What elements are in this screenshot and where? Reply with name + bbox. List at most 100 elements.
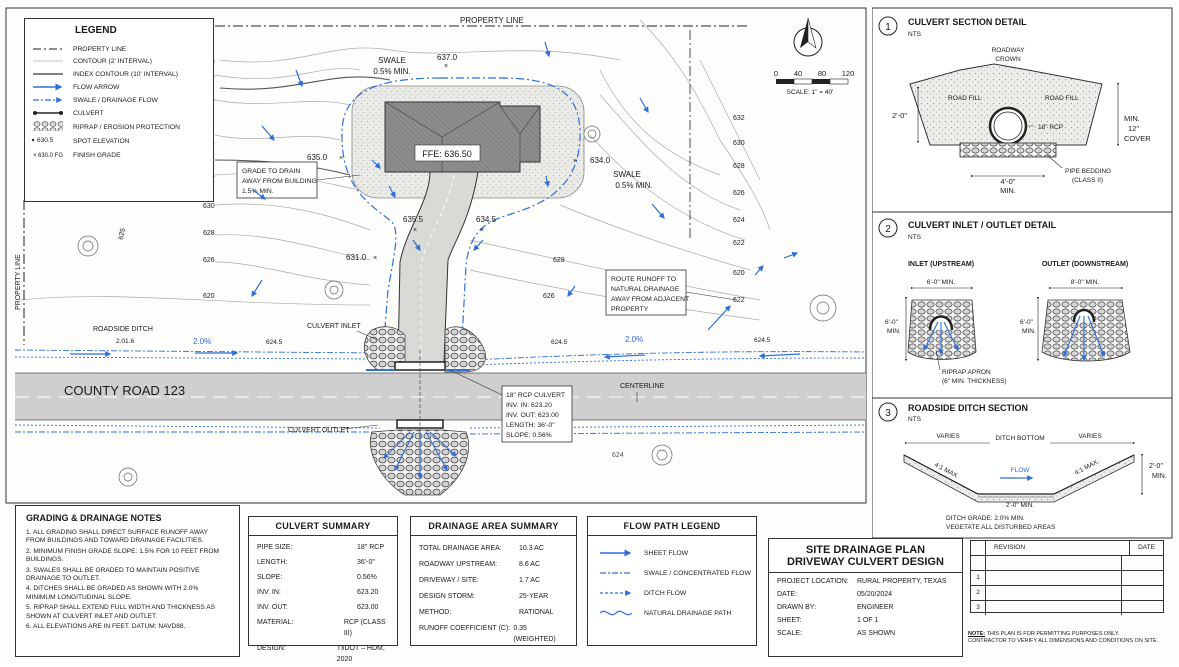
ditch-elevation-label: 624.5 — [754, 337, 771, 344]
legend-title: LEGEND — [75, 25, 117, 36]
ditch-elevation-label: 624.5 — [266, 339, 283, 346]
spot-elevation: 634.5 — [476, 215, 497, 224]
outlet-riprap — [1041, 299, 1131, 362]
revision-block: REVISION DATE 1 2 3 NOTE: THIS PLAN IS F… — [966, 538, 1172, 657]
outlet-height: MIN. — [1022, 328, 1036, 335]
summary-key: RUNOFF COEFFICIENT (C): — [419, 625, 511, 632]
details-panel: 1 CULVERT SECTION DETAIL NTS ROADWAY CRO… — [872, 7, 1173, 539]
inlet-height: 6'-0" — [885, 319, 899, 326]
summary-value: 1.7 AC — [519, 577, 541, 584]
outlet-height: 6'-0" — [1020, 319, 1034, 326]
dim-label: 4'-0" — [1001, 177, 1016, 186]
inlet-label: INLET (UPSTREAM) — [908, 261, 974, 268]
north-arrow-icon — [793, 17, 823, 57]
road-fill-label: ROAD FILL — [1045, 95, 1079, 102]
contour-label: 628 — [203, 230, 215, 237]
inlet-width: 6'-0" MIN. — [927, 279, 956, 286]
title-line-1: SITE DRAINAGE PLAN — [805, 544, 926, 556]
summary-key: TOTAL DRAINAGE AREA: — [419, 545, 502, 552]
route-note-line: ROUTE RUNOFF TO — [611, 276, 676, 283]
legend-item-label: INDEX CONTOUR (10' INTERVAL) — [73, 71, 178, 78]
contour-label: 626 — [733, 190, 745, 197]
culvert-callout-line: SLOPE: 0.56% — [506, 432, 552, 439]
contour-label: 622 — [733, 297, 745, 304]
legend-item-label: SPOT ELEVATION — [73, 138, 130, 145]
title-key: SCALE: — [777, 630, 802, 637]
contour-lines — [19, 19, 771, 321]
natural-path-icon — [599, 610, 633, 616]
title-key: SHEET: — [777, 617, 802, 624]
contour-label: 629 — [553, 257, 565, 264]
spot-elevation: 634.0 — [590, 156, 611, 165]
dim-label: MIN. — [1000, 186, 1016, 195]
note-item: 2. MINIMUM FINISH GRADE SLOPE: 1.5% FOR … — [26, 547, 219, 564]
revision-note-label: NOTE: — [968, 631, 986, 637]
title-value: AS SHOWN — [857, 630, 896, 637]
title-block: SITE DRAINAGE PLAN DRIVEWAY CULVERT DESI… — [768, 538, 963, 657]
title-line-2: DRIVEWAY CULVERT DESIGN — [769, 556, 962, 573]
detail-title: CULVERT INLET / OUTLET DETAIL — [908, 220, 1057, 230]
revision-note: THIS PLAN IS FOR PERMITTING PURPOSES ONL… — [986, 631, 1120, 637]
note-item: 1. ALL GRADING SHALL DIRECT SURFACE RUNO… — [26, 529, 208, 545]
culvert-summary-panel: CULVERT SUMMARY PIPE SIZE:18" RCP LENGTH… — [248, 516, 398, 663]
title-value: ENGINEER — [857, 604, 894, 611]
detail-nts: NTS — [908, 416, 922, 423]
ditch-elevation-label: 2.01.6 — [116, 338, 134, 345]
revision-row-number: 2 — [971, 586, 986, 600]
scale-label: SCALE: 1" = 40' — [787, 89, 834, 96]
revision-date-header: DATE — [1138, 544, 1155, 551]
flow-path-legend-panel: FLOW PATH LEGEND SHEET FLOW SWALE / CONC… — [587, 516, 757, 646]
flow-legend-item: NATURAL DRAINAGE PATH — [644, 610, 731, 617]
summary-value: 10.3 AC — [519, 545, 544, 552]
ditch-slope-label: 2.0% — [625, 335, 643, 344]
title-key: PROJECT LOCATION: — [777, 578, 849, 585]
legend-item-label: FINISH GRADE — [73, 152, 121, 159]
rcp-label: 18" RCP — [1038, 124, 1063, 131]
summary-value: 623.00 — [357, 604, 379, 611]
spot-elevation: 635.5 — [403, 215, 424, 224]
route-note-line: NATURAL DRAINAGE — [611, 286, 680, 293]
revision-row-number: 1 — [971, 571, 986, 585]
swale-label: SWALE — [378, 56, 406, 65]
detail-title: ROADSIDE DITCH SECTION — [908, 403, 1028, 413]
contour-label: 625 — [118, 228, 127, 241]
ffe-label: FFE: 636.50 — [422, 149, 472, 159]
spot-elevation: 631.0 — [346, 253, 367, 262]
outlet-label: OUTLET (DOWNSTREAM) — [1042, 261, 1128, 268]
svg-text:×: × — [573, 158, 577, 165]
svg-text:×: × — [444, 63, 448, 70]
summary-key: ROADWAY UPSTREAM: — [419, 561, 498, 568]
roadside-ditch — [14, 349, 867, 435]
property-line-label-left: PROPERTY LINE — [15, 254, 22, 310]
note-item: 4. DITCHES SHALL BE GRADED AS SHOWN WITH… — [26, 585, 199, 601]
centerline-label: CENTERLINE — [620, 383, 665, 390]
summary-value: 25-YEAR — [519, 593, 549, 600]
bedding-label: PIPE BEDDING — [1065, 168, 1111, 175]
grade-note-line: GRADE TO DRAIN — [242, 168, 300, 175]
property-line-label: PROPERTY LINE — [460, 16, 524, 25]
roadway-crown: ROADWAY — [992, 47, 1026, 54]
contour-label: 630 — [203, 203, 215, 210]
ditch-flow: FLOW — [1011, 467, 1031, 474]
legend-symbol: 630.5 — [37, 137, 54, 144]
apron-label: (6" MIN. THICKNESS) — [942, 378, 1007, 385]
note-item: 6. ALL ELEVATIONS ARE IN FEET. DATUM: NA… — [26, 623, 186, 631]
swale-label: SWALE — [613, 170, 641, 179]
contour-label: 626 — [203, 257, 215, 264]
scale-tick: 0 — [774, 69, 778, 78]
culvert-callout-line: 18" RCP CULVERT — [506, 392, 565, 399]
legend-panel: LEGEND 630.5 × 630.0 FG PROPERTY LINE CO… — [24, 18, 214, 202]
summary-key: INV. OUT: — [257, 604, 288, 611]
roadway-crown: CROWN — [995, 56, 1021, 63]
swale-right — [461, 77, 581, 341]
detail-number: 3 — [885, 408, 891, 419]
summary-key: METHOD: — [419, 609, 452, 616]
rcp-pipe — [988, 106, 1028, 146]
title-key: DATE: — [777, 591, 798, 598]
flow-legend-title: FLOW PATH LEGEND — [588, 517, 756, 536]
summary-value: 0.35 (WEIGHTED) — [513, 625, 556, 643]
notes-title: GRADING & DRAINAGE NOTES — [26, 513, 162, 523]
apron-label: RIPRAP APRON — [942, 369, 991, 376]
svg-text:×: × — [480, 227, 484, 234]
scale-tick: 40 — [794, 69, 802, 78]
